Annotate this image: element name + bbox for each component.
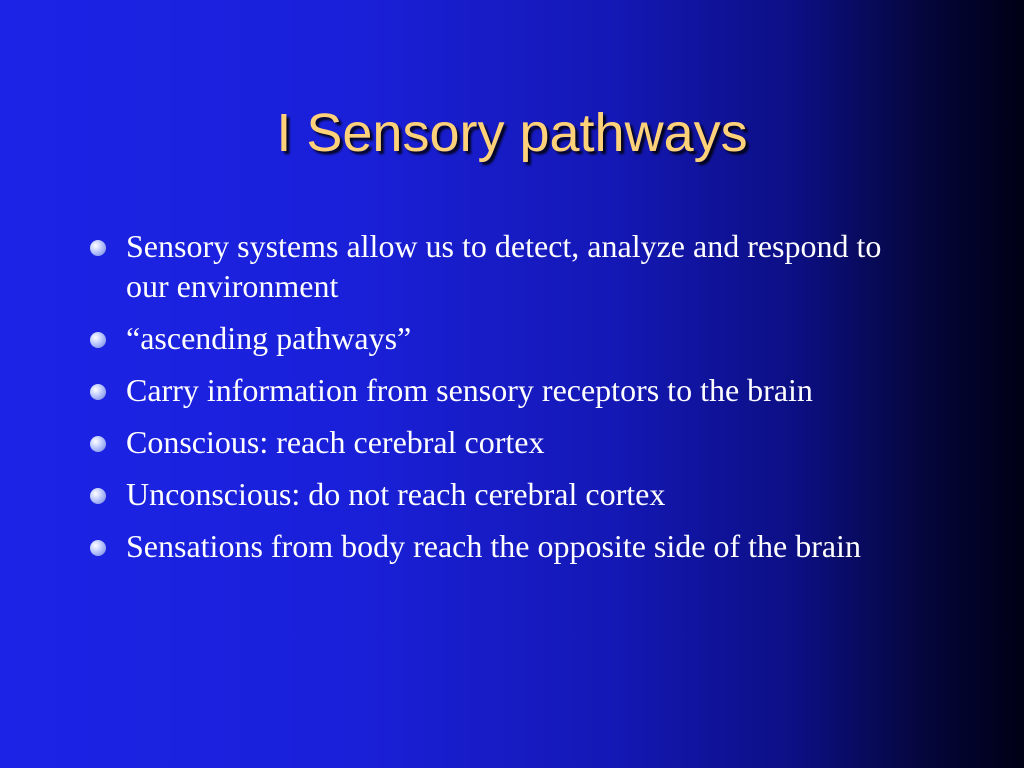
bullet-text: Carry information from sensory receptors…	[126, 372, 813, 408]
bullet-text: Conscious: reach cerebral cortex	[126, 424, 545, 460]
bullet-item: Sensory systems allow us to detect, anal…	[90, 226, 910, 306]
bullet-list: Sensory systems allow us to detect, anal…	[90, 226, 910, 578]
bullet-dot-icon	[90, 436, 106, 452]
bullet-dot-icon	[90, 540, 106, 556]
bullet-text: Sensory systems allow us to detect, anal…	[126, 228, 882, 304]
bullet-dot-icon	[90, 332, 106, 348]
bullet-text: “ascending pathways”	[126, 320, 412, 356]
slide-title: I Sensory pathways	[276, 103, 748, 163]
bullet-text: Unconscious: do not reach cerebral corte…	[126, 476, 666, 512]
bullet-item: Carry information from sensory receptors…	[90, 370, 910, 410]
bullet-item: “ascending pathways”	[90, 318, 910, 358]
bullet-item: Sensations from body reach the opposite …	[90, 526, 910, 566]
bullet-dot-icon	[90, 384, 106, 400]
bullet-item: Conscious: reach cerebral cortex	[90, 422, 910, 462]
bullet-dot-icon	[90, 240, 106, 256]
bullet-item: Unconscious: do not reach cerebral corte…	[90, 474, 910, 514]
bullet-dot-icon	[90, 488, 106, 504]
bullet-text: Sensations from body reach the opposite …	[126, 528, 861, 564]
